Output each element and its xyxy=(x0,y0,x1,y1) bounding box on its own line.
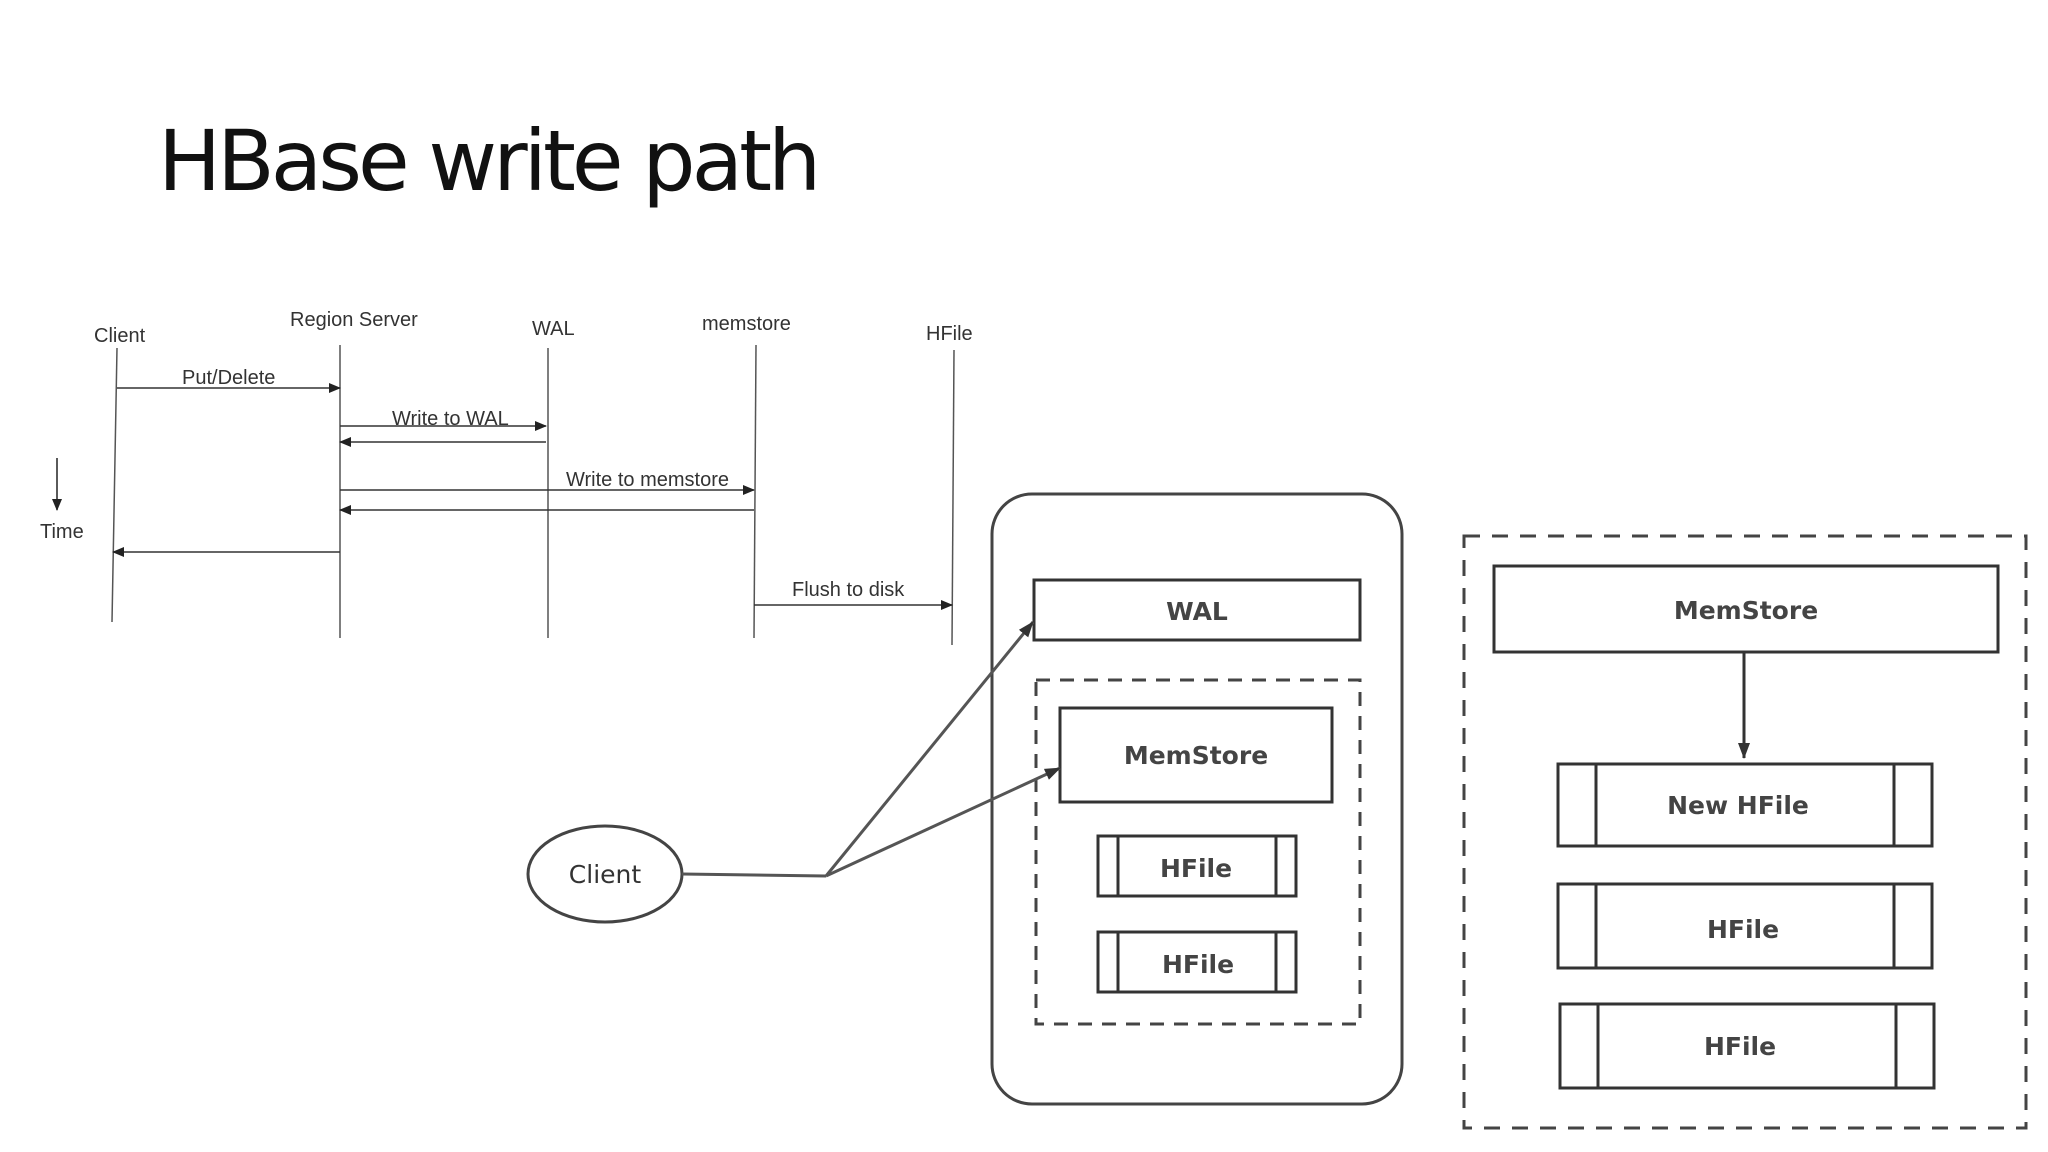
page-title: HBase write path xyxy=(158,112,821,210)
message-put-delete-label: Put/Delete xyxy=(182,367,275,389)
message-write-to-memstore-label: Write to memstore xyxy=(566,469,729,491)
memstore-box xyxy=(1058,706,1334,804)
client-to-wal-arrow xyxy=(824,621,1035,877)
message-flush-to-disk-label: Flush to disk xyxy=(792,579,905,601)
sequence-diagram: Client Region Server WAL memstore HFile … xyxy=(40,309,973,646)
hfile-label: HFile xyxy=(1162,950,1234,979)
time-label: Time xyxy=(40,521,84,543)
lifeline-client xyxy=(111,347,118,623)
participant-client: Client xyxy=(94,325,146,347)
flush-memstore-label: MemStore xyxy=(1674,596,1818,625)
new-hfile-label: New HFile xyxy=(1667,791,1809,820)
client-label: Client xyxy=(569,860,642,889)
memstore-label: MemStore xyxy=(1124,741,1268,770)
flush-diagram: MemStore New HFile HFile HFile xyxy=(1462,534,2028,1130)
wal-box xyxy=(1032,578,1362,642)
flush-hfile-label: HFile xyxy=(1707,915,1779,944)
hfile-box: HFile xyxy=(1096,930,1298,994)
lifeline-hfile xyxy=(951,349,955,646)
flush-hfile-box: HFile xyxy=(1556,882,1934,970)
participant-hfile: HFile xyxy=(926,323,973,345)
flush-hfile-box: HFile xyxy=(1558,1002,1936,1090)
new-hfile-box: New HFile xyxy=(1556,762,1934,848)
participant-memstore: memstore xyxy=(702,313,791,335)
hfile-label: HFile xyxy=(1160,854,1232,883)
flush-dashed-container xyxy=(1462,534,2028,1130)
lifeline-memstore xyxy=(753,344,757,639)
region-server-container xyxy=(990,492,1404,1106)
client-to-memstore-arrow xyxy=(825,766,1061,878)
hfile-box: HFile xyxy=(1096,834,1298,898)
region-server-diagram: WAL MemStore HFile HFile Client xyxy=(526,492,1404,1106)
participant-region-server: Region Server xyxy=(290,309,418,331)
message-write-to-wal-label: Write to WAL xyxy=(392,408,509,430)
wal-label: WAL xyxy=(1166,597,1228,626)
client-connector xyxy=(681,872,827,878)
participant-wal: WAL xyxy=(532,318,575,340)
flush-memstore-box xyxy=(1492,564,2000,654)
flush-hfile-label: HFile xyxy=(1704,1032,1776,1061)
region-dashed-container xyxy=(1034,678,1362,1026)
